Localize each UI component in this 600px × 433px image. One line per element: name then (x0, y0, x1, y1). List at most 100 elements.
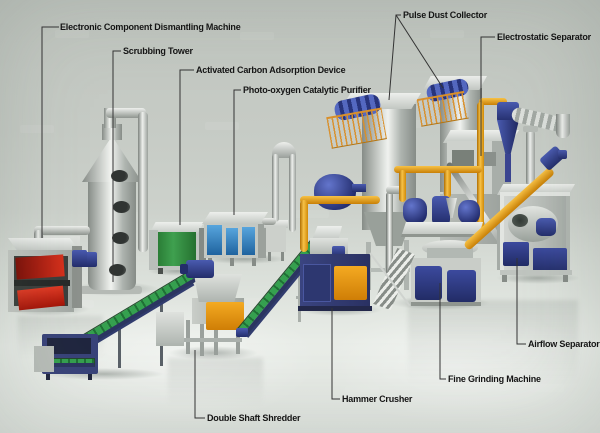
foot (88, 374, 92, 380)
small-cyclone (446, 198, 457, 218)
foot (502, 275, 507, 282)
watermark (55, 30, 89, 38)
duct-elbow (556, 114, 570, 138)
valve-block (72, 250, 87, 267)
foot (268, 252, 271, 261)
floor-reflection (408, 300, 578, 384)
base-panel (415, 266, 442, 300)
watermark (240, 32, 274, 40)
foot (46, 374, 50, 380)
frame-brace (184, 338, 242, 342)
crusher-pipe-run (300, 196, 380, 204)
fan-blower (314, 174, 356, 210)
red-feed-panel (15, 254, 65, 280)
frame-leg (186, 320, 190, 354)
blue-panel (226, 228, 238, 255)
shadow (148, 266, 208, 276)
separator-vent (452, 150, 474, 166)
side-face (72, 246, 82, 308)
shredder-chamber (206, 302, 244, 330)
floor-reflection (168, 358, 263, 406)
end-cap (149, 230, 158, 270)
label-adsorption: Activated Carbon Adsorption Device (196, 65, 346, 75)
inspection-port (112, 232, 129, 244)
shadow (168, 346, 258, 360)
end-cap (258, 224, 266, 258)
hood-motor (332, 246, 345, 257)
motor-cap (180, 264, 188, 274)
pipe-cap (523, 126, 538, 132)
grinder-blower (403, 198, 427, 224)
u-pipe-elbow (262, 218, 276, 225)
drum-opening (512, 214, 528, 227)
base-rail (500, 270, 572, 275)
label-grinder: Fine Grinding Machine (448, 374, 541, 384)
frame-post (566, 192, 570, 274)
watermark (530, 384, 564, 392)
foot (563, 275, 568, 282)
screw-support-leg (497, 220, 500, 270)
floor-sheen (320, 305, 590, 425)
pump-valve (84, 252, 97, 267)
inlet-pipe (34, 226, 90, 235)
frame-beam (500, 192, 570, 196)
screw-motor-cap (558, 150, 567, 159)
base-panel (533, 248, 567, 274)
grinder-motor (432, 196, 450, 224)
drum-drive (536, 218, 556, 236)
leader-purifier (233, 89, 241, 215)
crusher-pipe-riser (300, 200, 308, 252)
crusher-base (298, 306, 372, 311)
top-face (8, 238, 80, 252)
watermark (160, 388, 194, 396)
inspection-port (111, 170, 128, 182)
side-face (199, 228, 206, 268)
cross-bar (14, 280, 70, 286)
leader-adsorption (179, 69, 194, 225)
u-pipe-leg (289, 154, 296, 232)
blue-panel (207, 225, 222, 255)
orange-panel (334, 266, 367, 300)
label-dust-collector: Pulse Dust Collector (403, 10, 488, 20)
base-panel (447, 270, 476, 302)
fan-duct (352, 184, 366, 192)
shredder-hopper (194, 274, 242, 302)
label-electrostatic: Electrostatic Separator (497, 32, 591, 42)
inspection-port (113, 201, 130, 213)
exhaust-pipe (526, 130, 535, 186)
grinder-blower (458, 200, 480, 224)
label-dismantler: Electronic Component Dismantling Machine (60, 22, 241, 32)
label-crusher: Hammer Crusher (342, 394, 413, 404)
shadow (202, 254, 287, 264)
tail-pulley (236, 328, 248, 337)
top-slab (202, 212, 268, 224)
conveyor-leg (298, 264, 301, 322)
conveyor-leg (118, 323, 121, 368)
base-rail (411, 302, 481, 306)
platform-deck (401, 222, 483, 237)
label-shredder: Double Shaft Shredder (207, 413, 301, 423)
label-airflow: Airflow Separator (528, 339, 600, 349)
control-cabinet (156, 312, 184, 346)
foot (252, 258, 256, 266)
overflow-pipe-top (106, 108, 146, 118)
label-scrubbing-tower: Scrubbing Tower (123, 46, 193, 56)
downspout-elbow (386, 186, 404, 194)
base-panel (503, 242, 529, 266)
pipe-drop (399, 170, 406, 202)
overhead-pipe (394, 166, 482, 173)
watermark (295, 210, 329, 218)
overflow-pipe-down (138, 112, 148, 252)
side-bin (34, 346, 54, 372)
aux-box (266, 226, 286, 252)
aux-box-top (264, 220, 288, 228)
inspection-port (109, 264, 126, 276)
foot (230, 258, 234, 266)
watermark (430, 30, 464, 38)
blue-panel (242, 227, 255, 255)
pipe-drop (444, 170, 451, 198)
watermark (20, 125, 54, 133)
label-purifier: Photo-oxygen Catalytic Purifier (243, 85, 371, 95)
watermark (345, 386, 379, 394)
